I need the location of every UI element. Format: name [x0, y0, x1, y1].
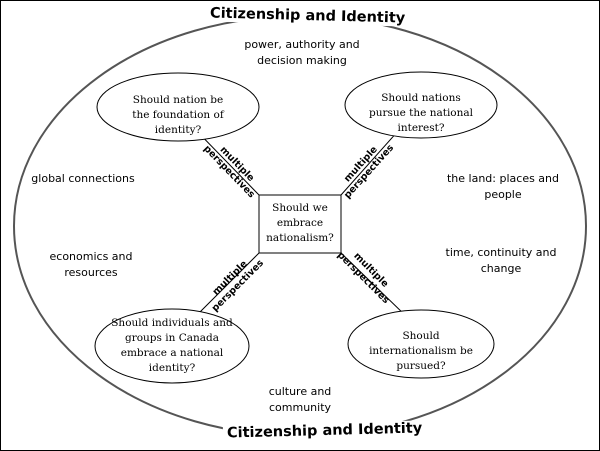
theme-economics: economics and resources	[49, 250, 133, 279]
theme-culture: culture and community	[268, 385, 332, 414]
theme-time: time, continuity and change	[445, 246, 557, 275]
question-top-right: Should nations pursue the national inter…	[368, 92, 474, 134]
question-ellipse-bottom-right	[347, 309, 495, 379]
question-ellipse-top-left	[96, 72, 260, 142]
center-box	[258, 194, 342, 254]
question-top-left: Should nation be the foundation of ident…	[132, 94, 224, 136]
question-ellipse-top-right	[344, 71, 498, 139]
connector-bottom-left	[190, 252, 260, 322]
question-bottom-right: Should internationalism be pursued?	[369, 330, 473, 372]
theme-power: power, authority and decision making	[244, 38, 360, 67]
theme-global: global connections	[31, 172, 135, 185]
theme-land: the land: places and people	[446, 172, 560, 201]
connector-bottom-right	[340, 252, 408, 318]
question-bottom-left: Should individuals and groups in Canada …	[111, 317, 233, 374]
question-ellipse-bottom-left	[94, 308, 250, 384]
center-question: Should we embrace nationalism?	[266, 202, 334, 244]
